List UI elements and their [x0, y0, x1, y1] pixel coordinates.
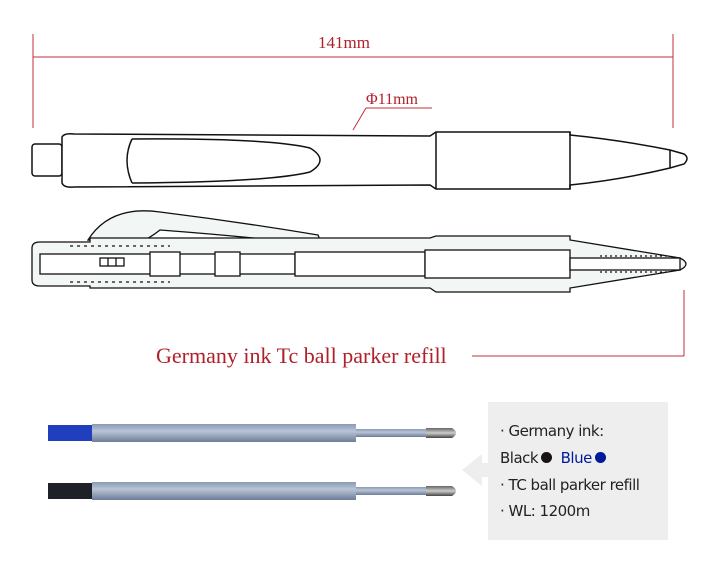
total-length-label: 141mm: [318, 33, 370, 52]
info-ink-heading: · Germany ink:: [500, 422, 604, 440]
black-refill-image: [48, 482, 456, 500]
pen-exterior: [31, 131, 688, 190]
info-box: · Germany ink: Black Blue · TC ball park…: [488, 402, 668, 540]
blue-dot-icon: [594, 452, 606, 463]
arrow-left-icon: [462, 454, 488, 486]
color-black-label: Black: [500, 449, 539, 467]
length-dimension-line: [32, 34, 674, 128]
pen-cross-section: [31, 210, 687, 293]
info-writing-length: · WL: 1200m: [500, 502, 590, 520]
refill-caption: Germany ink Tc ball parker refill: [156, 343, 447, 368]
diameter-label: Φ11mm: [366, 91, 418, 108]
blue-refill-image: [48, 424, 456, 442]
info-ink-colors: Black Blue: [500, 449, 606, 467]
color-blue-label: Blue: [560, 449, 593, 467]
info-refill-type: · TC ball parker refill: [500, 476, 640, 494]
caption-leader: [472, 290, 685, 357]
black-dot-icon: [541, 452, 553, 463]
